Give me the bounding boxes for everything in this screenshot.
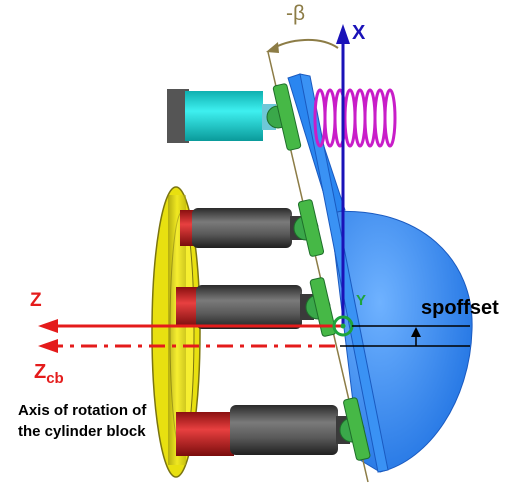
zcb-label-main: Z — [34, 361, 47, 383]
beta-label: -β — [286, 2, 306, 25]
z-axis-label: Z — [30, 290, 42, 311]
actuator-piston — [167, 83, 302, 151]
piston-1 — [180, 199, 325, 257]
zcb-axis-arrowhead — [38, 339, 58, 353]
spring — [313, 88, 397, 148]
piston-2 — [176, 277, 337, 337]
zcb-axis-label: Zcb — [34, 361, 64, 387]
axis-caption: Axis of rotation of the cylinder block — [18, 402, 147, 440]
spoffset-label: spoffset — [421, 297, 499, 319]
beta-arrowhead — [266, 42, 279, 53]
x-axis-label: X — [352, 22, 366, 44]
y-axis-label: Y — [356, 292, 367, 309]
z-axis-arrowhead — [38, 319, 58, 333]
beta-arc — [269, 38, 339, 51]
zcb-label-subscript: cb — [46, 370, 64, 387]
piston-3 — [176, 397, 371, 461]
x-axis-arrowhead — [336, 24, 350, 44]
